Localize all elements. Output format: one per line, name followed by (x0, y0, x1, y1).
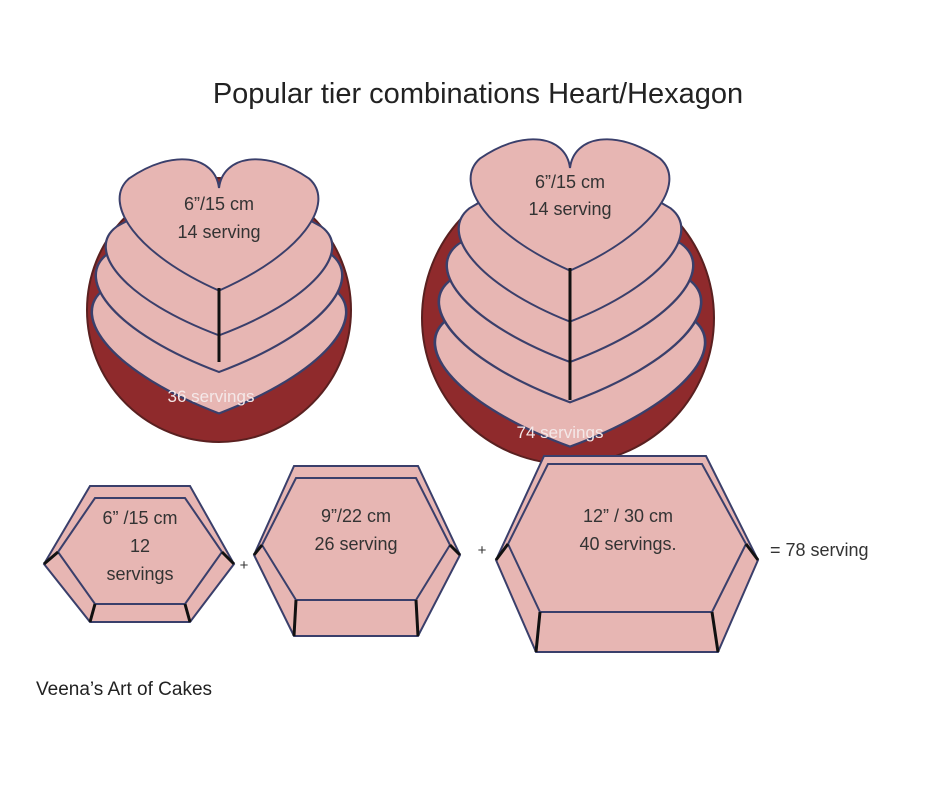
heart-1-tier-size: 6”/15 cm (184, 194, 254, 214)
heart-2-tier-serving: 14 serving (528, 199, 611, 219)
hexagon-1-size: 6” /15 cm (102, 508, 177, 528)
heart-cake-1: 6”/15 cm 14 serving 36 servings (86, 158, 352, 443)
heart-1-tier-serving: 14 serving (177, 222, 260, 242)
hexagon-3-serving-line-1: 40 servings. (579, 534, 676, 554)
heart-cake-2: 6”/15 cm 14 serving 74 servings (421, 138, 715, 465)
hexagon-cake-3: 12” / 30 cm 40 servings. (494, 455, 760, 653)
hexagon-3-size: 12” / 30 cm (583, 506, 673, 526)
hexagon-cake-1: 6” /15 cm 12 servings (42, 485, 236, 623)
credit-text: Veena’s Art of Cakes (36, 679, 212, 700)
hexagon-combination-total: = 78 serving (770, 540, 869, 560)
plus-sign-1: + (240, 557, 249, 574)
heart-2-tier-size: 6”/15 cm (535, 172, 605, 192)
heart-1-total-servings: 36 servings (168, 387, 255, 406)
hexagon-1-serving-line-2: servings (106, 564, 173, 584)
hexagon-cake-2: 9”/22 cm 26 serving (252, 465, 462, 637)
diagram-title: Popular tier combinations Heart/Hexagon (213, 78, 743, 110)
hexagon-1-serving-line-1: 12 (130, 536, 150, 556)
heart-2-total-servings: 74 servings (517, 423, 604, 442)
hexagon-2-size: 9”/22 cm (321, 506, 391, 526)
hexagon-2-serving-line-1: 26 serving (314, 534, 397, 554)
plus-sign-2: + (478, 542, 487, 559)
